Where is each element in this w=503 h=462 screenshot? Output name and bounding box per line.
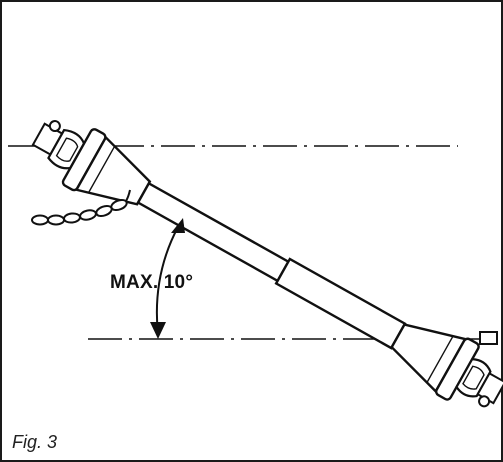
arrow-head-down-icon bbox=[150, 322, 166, 339]
left-guard-cone bbox=[61, 128, 152, 206]
figure-caption: Fig. 3 bbox=[12, 432, 58, 452]
angle-indicator bbox=[150, 218, 185, 339]
inner-tube bbox=[274, 257, 407, 350]
shaft-assembly bbox=[31, 120, 503, 408]
max-angle-label: MAX. 10° bbox=[110, 272, 194, 293]
arrow-head-up-icon bbox=[171, 218, 185, 233]
outer-tube bbox=[136, 181, 291, 283]
right-shaft-stub bbox=[479, 331, 498, 345]
safety-chain bbox=[31, 189, 131, 226]
right-yoke bbox=[455, 357, 503, 408]
